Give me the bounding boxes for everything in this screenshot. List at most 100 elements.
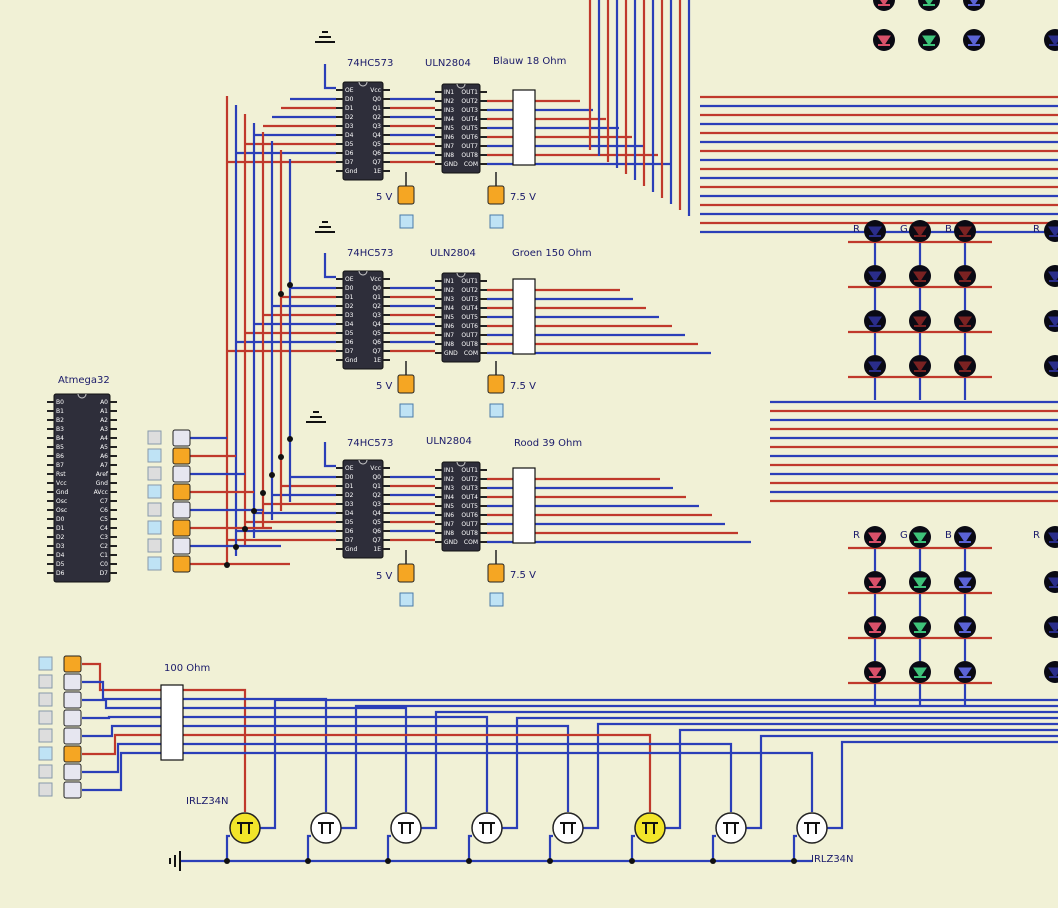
- data-switch[interactable]: [172, 429, 191, 447]
- supply-indicator-3: [489, 592, 504, 607]
- latch-chip-1-pin-label: OE: [345, 87, 354, 94]
- led-top-glyph: [913, 271, 927, 282]
- oe-ground-wire: [323, 64, 336, 90]
- led-top-glyph: [868, 361, 882, 372]
- data-switch-indicator[interactable]: [147, 430, 162, 445]
- row-switch-indicator[interactable]: [38, 746, 53, 761]
- uln2804-chip-2-pin-label: IN5: [444, 314, 454, 321]
- row-switch-indicator[interactable]: [38, 764, 53, 779]
- uln2804-chip-2-pin-label: OUT3: [461, 296, 478, 303]
- row-switch[interactable]: [63, 709, 82, 727]
- uln2804-chip-3-pin-label: IN4: [444, 494, 454, 501]
- latch-chip-3-pin-label: D1: [345, 483, 354, 490]
- uln2804-chip-3-pin-label: IN6: [444, 512, 454, 519]
- supply-7v5-1: [487, 185, 505, 205]
- led-bottom-glyph: [958, 577, 972, 588]
- latch-chip-1-pin-label: Q0: [372, 96, 381, 103]
- mosfet-source-wire: [711, 834, 716, 861]
- mosfet-label-left: IRLZ34N: [186, 796, 229, 807]
- row-switch[interactable]: [63, 673, 82, 691]
- atmega32-chip-pin-label: A1: [100, 408, 108, 415]
- atmega32-chip-pin-label: Gnd: [96, 480, 108, 487]
- uln2804-chip-2-pin-label: GND: [444, 350, 458, 357]
- latch-chip-2-pin-label: Q1: [372, 294, 381, 301]
- latch-chip-3-pin-label: Q6: [372, 528, 381, 535]
- atmega32-chip-pin-label: D2: [56, 534, 65, 541]
- uln2804-chip-2-pin-label: OUT8: [461, 341, 478, 348]
- row-switch-indicator[interactable]: [38, 710, 53, 725]
- row-switch-indicator[interactable]: [38, 674, 53, 689]
- uln2804-chip-1-pin-label: OUT2: [461, 98, 478, 105]
- data-switch[interactable]: [172, 465, 191, 483]
- mcu-title: Atmega32: [58, 375, 110, 386]
- data-switch[interactable]: [172, 501, 191, 519]
- latch-chip-1-pin-label: Q7: [372, 159, 381, 166]
- supply-indicator-1: [489, 214, 504, 229]
- data-switch-indicator[interactable]: [147, 484, 162, 499]
- data-switch-indicator[interactable]: [147, 448, 162, 463]
- row-switch-indicator[interactable]: [38, 728, 53, 743]
- data-switch[interactable]: [172, 483, 191, 501]
- uln2804-chip-1-pin-label: OUT3: [461, 107, 478, 114]
- led-top-glyph: [958, 271, 972, 282]
- data-switch[interactable]: [172, 519, 191, 537]
- row-switch-indicator[interactable]: [38, 692, 53, 707]
- data-switch-indicator[interactable]: [147, 466, 162, 481]
- led-top-glyph: [868, 316, 882, 327]
- led-bottom-glyph: [868, 532, 882, 543]
- mosfet-gate-wire: [183, 733, 652, 812]
- uln2804-chip-3-pin-label: GND: [444, 539, 458, 546]
- uln2804-chip-1-pin-label: GND: [444, 161, 458, 168]
- led-top-edge-glyph: [1048, 316, 1058, 327]
- led-bottom-glyph: [913, 577, 927, 588]
- row-switch-indicator[interactable]: [38, 656, 53, 671]
- led-top-glyph: [958, 316, 972, 327]
- row-switch[interactable]: [63, 763, 82, 781]
- data-switch-indicator[interactable]: [147, 556, 162, 571]
- driver-title-2: ULN2804: [430, 248, 476, 259]
- row-switch[interactable]: [63, 745, 82, 763]
- oe-ground-wire: [323, 253, 336, 279]
- row-switch[interactable]: [63, 655, 82, 673]
- uln2804-chip-1-pin-label: OUT4: [461, 116, 478, 123]
- data-switch-indicator[interactable]: [147, 538, 162, 553]
- uln2804-chip-1-pin-label: IN5: [444, 125, 454, 132]
- data-switch[interactable]: [172, 537, 191, 555]
- latch-chip-2-pin-label: Q2: [372, 303, 381, 310]
- uln2804-chip-2-pin-label: IN3: [444, 296, 454, 303]
- data-switch[interactable]: [172, 447, 191, 465]
- mosfet-drain-wire: [260, 698, 1058, 830]
- uln2804-chip-3-pin-label: OUT5: [461, 503, 478, 510]
- led-top-partial-glyph: [970, 0, 978, 6]
- junction-dot: [466, 858, 472, 864]
- mosfet-irlz34n: [229, 812, 261, 844]
- data-switch[interactable]: [172, 555, 191, 573]
- mosfet-gate-wire: [183, 751, 814, 812]
- row-switch[interactable]: [63, 727, 82, 745]
- uln2804-chip-2-pin-label: OUT2: [461, 287, 478, 294]
- mosfet-label-right: IRLZ34N: [811, 854, 854, 865]
- led-top-edge-glyph: [1048, 271, 1058, 282]
- atmega32-chip-pin-label: B0: [56, 399, 64, 406]
- mosfet-drain-wire: [421, 710, 1058, 830]
- latch-chip-2-pin-label: D3: [345, 312, 354, 319]
- atmega32-chip-pin-label: Aref: [96, 471, 109, 478]
- row-switch-wire: [82, 724, 161, 738]
- data-switch-indicator[interactable]: [147, 502, 162, 517]
- mosfet-irlz34n: [715, 812, 747, 844]
- latch-chip-2-pin-label: Vcc: [370, 276, 381, 283]
- latch-chip-2-pin-label: Q0: [372, 285, 381, 292]
- latch-chip-2-pin-label: D1: [345, 294, 354, 301]
- data-switch-indicator[interactable]: [147, 520, 162, 535]
- row-switch-wire: [82, 662, 161, 692]
- row-switch[interactable]: [63, 781, 82, 799]
- supply-5v-label-2: 5 V: [376, 381, 393, 392]
- latch-chip-1-pin-label: Q6: [372, 150, 381, 157]
- row-switch[interactable]: [63, 691, 82, 709]
- row-switch-indicator[interactable]: [38, 782, 53, 797]
- atmega32-chip-pin-label: D3: [56, 543, 65, 550]
- atmega32-chip-pin-label: C6: [100, 507, 108, 514]
- latch-title-1: 74HC573: [347, 58, 393, 69]
- junction-dot: [287, 436, 293, 442]
- latch-chip-1-pin-label: 1E: [373, 168, 381, 175]
